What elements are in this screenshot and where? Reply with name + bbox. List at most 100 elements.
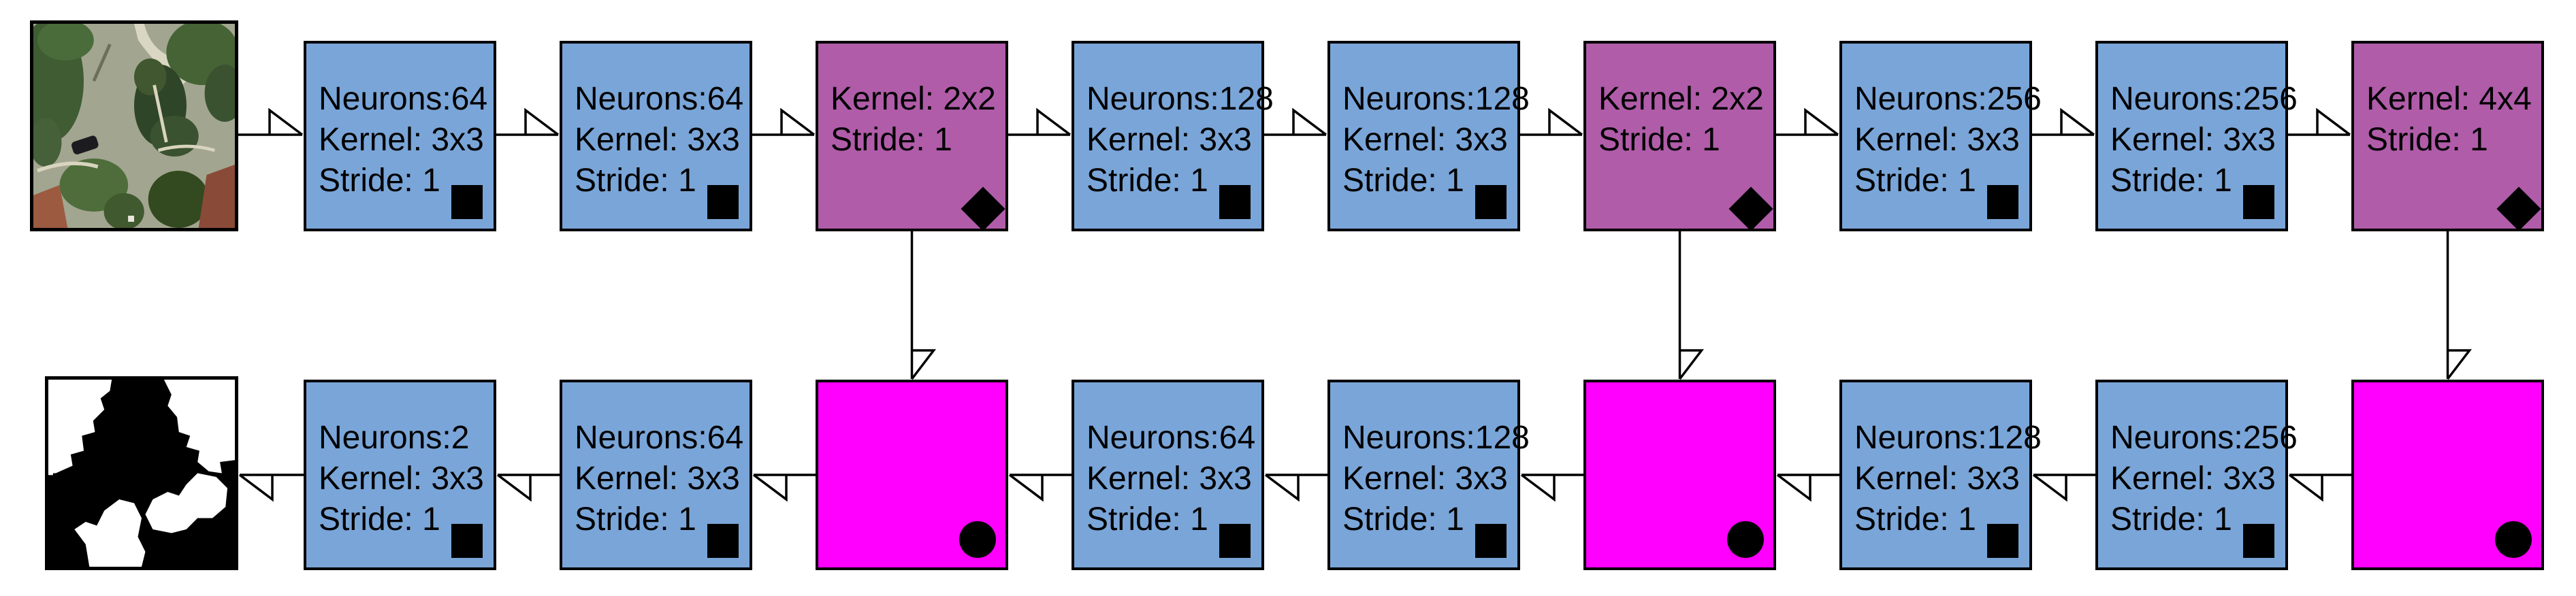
square-badge-icon <box>1475 524 1507 558</box>
square-badge-icon <box>707 524 739 558</box>
node-upsample-3 <box>2351 380 2544 570</box>
edge-conv-bottom-1-to-output-mask <box>238 474 304 502</box>
edge-conv-bottom-4-to-conv-bottom-3 <box>1264 474 1327 502</box>
open-arrowhead-icon <box>2288 474 2323 502</box>
edge-upsample-3-to-conv-bottom-6 <box>2288 474 2351 502</box>
square-badge-icon <box>707 185 739 219</box>
node-upsample-1 <box>816 380 1008 570</box>
diamond-badge-icon <box>2496 186 2541 231</box>
edge-upsample-1-to-conv-bottom-2 <box>752 474 816 502</box>
layer-param-text: Stride: 1 <box>1086 501 1208 537</box>
layer-param-text: Stride: 1 <box>1598 122 1720 158</box>
edge-conv-top-5-to-conv-top-6 <box>2032 107 2095 136</box>
layer-param-text: Kernel: 2x2 <box>1598 81 1764 117</box>
layer-param-text: Stride: 1 <box>1086 163 1208 199</box>
layer-param-text: Kernel: 2x2 <box>831 81 996 117</box>
layer-param-text: Stride: 1 <box>1854 163 1976 199</box>
layer-param-text: Stride: 1 <box>319 163 440 199</box>
edge-conv-top-6-to-pool-3 <box>2288 107 2351 136</box>
layer-param-text: Stride: 1 <box>1342 501 1464 537</box>
layer-param-text: Neurons:128 <box>1854 420 2042 456</box>
edge-conv-top-1-to-conv-top-2 <box>496 107 560 136</box>
layer-param-text: Kernel: 3x3 <box>1086 461 1252 497</box>
diamond-badge-icon <box>1728 186 1773 231</box>
layer-param-text: Kernel: 4x4 <box>2366 81 2532 117</box>
layer-param-text: Kernel: 3x3 <box>575 122 740 158</box>
node-upsample-2 <box>1583 380 1776 570</box>
layer-param-text: Kernel: 3x3 <box>1854 461 2020 497</box>
layer-param-text: Neurons:64 <box>319 81 488 117</box>
open-arrowhead-icon <box>2032 474 2067 502</box>
layer-param-text: Stride: 1 <box>2366 122 2488 158</box>
layer-param-text: Kernel: 3x3 <box>1854 122 2020 158</box>
square-badge-icon <box>1219 524 1251 558</box>
edge-upsample-2-to-conv-bottom-4 <box>1520 474 1583 502</box>
edge-conv-bottom-6-to-conv-bottom-5 <box>2032 474 2095 502</box>
layer-param-text: Neurons:256 <box>2110 81 2298 117</box>
open-arrowhead-icon <box>2447 349 2473 380</box>
layer-param-text: Kernel: 3x3 <box>1342 461 1508 497</box>
diamond-badge-icon <box>961 186 1005 231</box>
edge-conv-top-3-to-conv-top-4 <box>1264 107 1327 136</box>
edge-input-image-to-conv-top-1 <box>238 107 304 136</box>
open-arrowhead-icon <box>1036 107 1072 136</box>
square-badge-icon <box>451 524 483 558</box>
edge-conv-bottom-2-to-conv-bottom-1 <box>496 474 560 502</box>
square-badge-icon <box>1987 524 2018 558</box>
layer-param-text: Neurons:64 <box>1086 420 1256 456</box>
layer-param-text: Neurons:128 <box>1342 420 1530 456</box>
layer-param-text: Neurons:128 <box>1342 81 1530 117</box>
layer-param-text: Neurons:64 <box>575 81 744 117</box>
edge-pool-3-to-upsample-3 <box>2446 231 2473 380</box>
square-badge-icon <box>1219 185 1251 219</box>
layer-param-text: Neurons:2 <box>319 420 470 456</box>
aerial-photo-graphic <box>33 24 235 228</box>
layer-param-text: Kernel: 3x3 <box>575 461 740 497</box>
layer-param-text: Neurons:128 <box>1086 81 1274 117</box>
open-arrowhead-icon <box>238 474 274 502</box>
open-arrowhead-icon <box>1776 474 1812 502</box>
edge-pool-1-to-upsample-1 <box>910 231 937 380</box>
open-arrowhead-icon <box>1548 107 1583 136</box>
layer-param-text: Neurons:256 <box>2110 420 2298 456</box>
layer-param-text: Stride: 1 <box>575 163 696 199</box>
layer-param-text: Kernel: 3x3 <box>319 461 484 497</box>
layer-param-text: Kernel: 3x3 <box>1086 122 1252 158</box>
circle-badge-icon <box>2495 521 2532 558</box>
edge-conv-bottom-5-to-upsample-2 <box>1776 474 1839 502</box>
layer-param-text: Kernel: 3x3 <box>1342 122 1508 158</box>
circle-badge-icon <box>959 521 996 558</box>
open-arrowhead-icon <box>780 107 816 136</box>
edge-pool-2-to-conv-top-5 <box>1776 107 1839 136</box>
mask-graphic <box>48 380 235 567</box>
layer-param-text: Stride: 1 <box>319 501 440 537</box>
edge-pool-2-to-upsample-2 <box>1678 231 1705 380</box>
square-badge-icon <box>1475 185 1507 219</box>
open-arrowhead-icon <box>1679 349 1705 380</box>
layer-param-text: Neurons:64 <box>575 420 744 456</box>
layer-param-text: Stride: 1 <box>2110 163 2232 199</box>
open-arrowhead-icon <box>1804 107 1839 136</box>
output-mask-image <box>45 376 238 570</box>
layer-param-text: Kernel: 3x3 <box>2110 461 2276 497</box>
edge-conv-top-2-to-pool-1 <box>752 107 816 136</box>
layer-param-text: Stride: 1 <box>1854 501 1976 537</box>
layer-param-text: Kernel: 3x3 <box>319 122 484 158</box>
open-arrowhead-icon <box>268 107 304 136</box>
edge-conv-bottom-3-to-upsample-1 <box>1008 474 1072 502</box>
layer-param-text: Stride: 1 <box>1342 163 1464 199</box>
